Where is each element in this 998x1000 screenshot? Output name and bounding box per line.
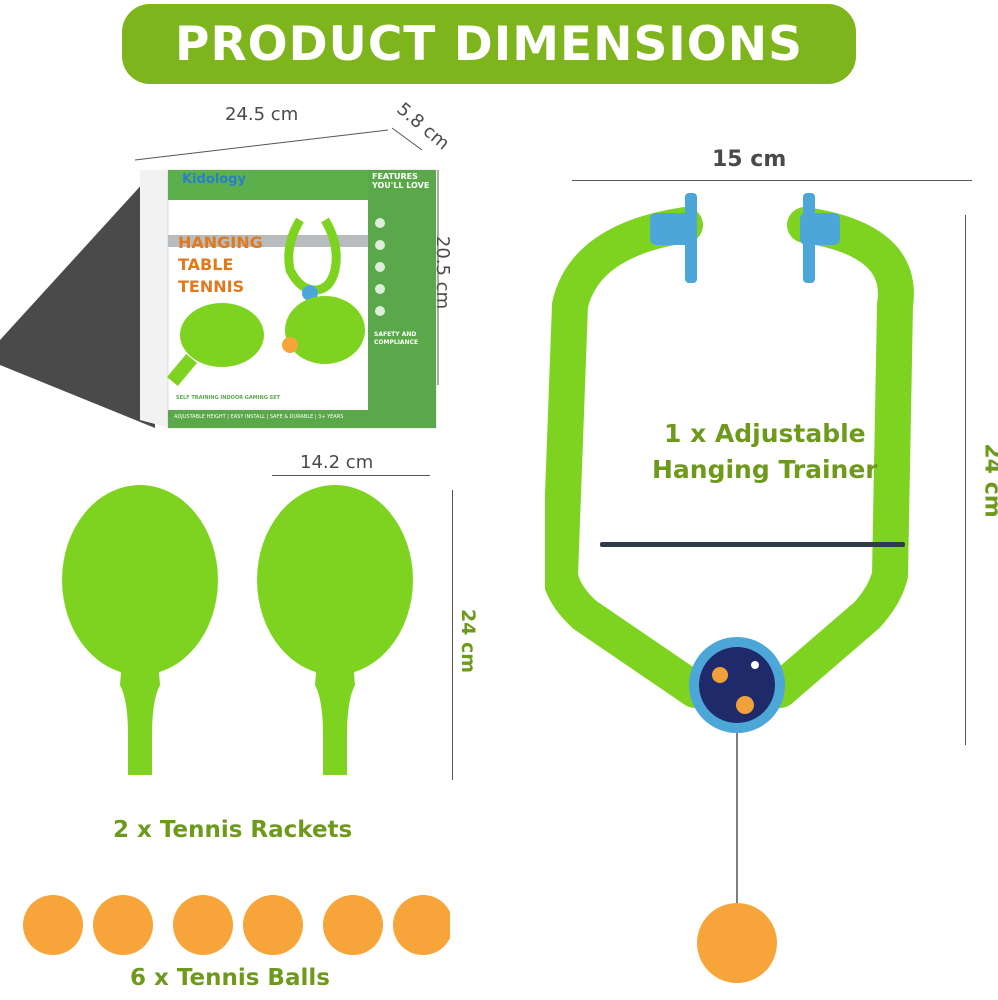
- box-footer: ADJUSTABLE HEIGHT | EASY INSTALL | SAFE …: [174, 414, 344, 420]
- racket-height-line: [452, 490, 453, 780]
- box-safety-title-line1: SAFETY AND: [374, 331, 417, 338]
- box-title-line1: HANGING: [178, 233, 263, 252]
- trainer-width-label: 15 cm: [712, 147, 787, 172]
- trainer-width-line: [572, 180, 972, 181]
- trainer-image: [545, 193, 914, 983]
- racket-width-line: [272, 475, 430, 476]
- trainer-height-label: 24 cm: [979, 443, 998, 518]
- ball-1: [23, 895, 83, 955]
- box-title-line3: TENNIS: [178, 277, 245, 296]
- trainer-caption: 1 x Adjustable Hanging Trainer: [652, 416, 878, 488]
- racket-left: [62, 485, 218, 775]
- balls-caption: 6 x Tennis Balls: [130, 965, 330, 991]
- balls-image: [23, 895, 450, 955]
- racket-pair-image: [62, 485, 413, 775]
- box-safety-title-line2: COMPLIANCE: [374, 339, 419, 346]
- box-title-line2: TABLE: [178, 255, 234, 274]
- ball-2: [93, 895, 153, 955]
- box-subtitle: SELF TRAINING INDOOR GAMING SET: [176, 395, 280, 401]
- ball-6: [393, 895, 450, 955]
- rackets-caption: 2 x Tennis Rackets: [113, 817, 353, 843]
- racket-right: [257, 485, 413, 775]
- racket-width-label: 14.2 cm: [300, 452, 374, 473]
- racket-height-label: 24 cm: [457, 608, 480, 674]
- box-brand: Kidology: [182, 172, 246, 187]
- box-title: HANGING TABLE TENNIS: [178, 232, 263, 298]
- ball-3: [173, 895, 233, 955]
- ball-5: [323, 895, 383, 955]
- title-banner: PRODUCT DIMENSIONS: [122, 4, 856, 84]
- box-width-label: 24.5 cm: [225, 104, 299, 125]
- page-title: PRODUCT DIMENSIONS: [175, 16, 803, 72]
- trainer-caption-line1: 1 x Adjustable: [663, 419, 866, 448]
- trainer-caption-line2: Hanging Trainer: [652, 455, 878, 484]
- ball-4: [243, 895, 303, 955]
- box-features-title-line2: YOU'LL LOVE: [372, 181, 430, 190]
- box-dimension-lines: [134, 127, 439, 385]
- product-box-image: [0, 169, 437, 429]
- box-safety-title: SAFETY AND COMPLIANCE: [374, 331, 418, 347]
- box-features-title-line1: FEATURES: [372, 172, 418, 181]
- trainer-height-line: [965, 215, 966, 745]
- box-features-title: FEATURES YOU'LL LOVE: [372, 172, 429, 190]
